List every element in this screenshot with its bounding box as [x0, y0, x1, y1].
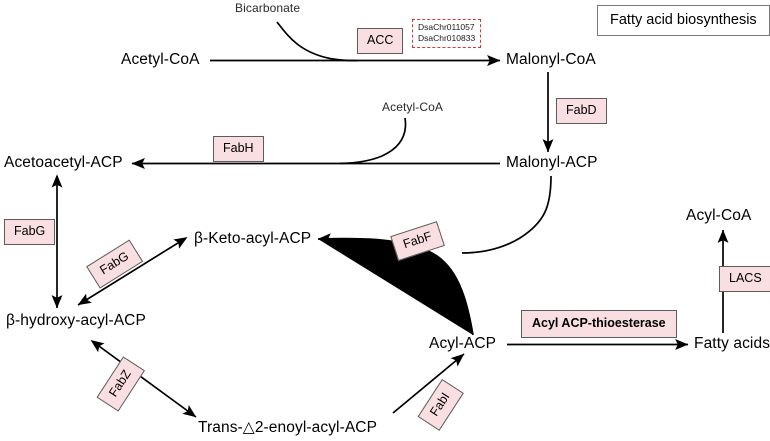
- curve-malonylacp-to-acylacp: [461, 175, 552, 254]
- diagram-title-box: Fatty acid biosynthesis: [597, 5, 770, 36]
- node-acetoacetyl-acp: Acetoacetyl-ACP: [4, 154, 123, 171]
- enzyme-acc[interactable]: ACC: [357, 28, 404, 54]
- gene-id-1: DsaChr011057: [418, 22, 475, 32]
- enzyme-fabg-diagonal[interactable]: FabG: [86, 239, 144, 289]
- node-malonyl-coa: Malonyl-CoA: [506, 51, 596, 68]
- node-trans-enoyl-acyl-acp: Trans-△2-enoyl-acyl-ACP: [198, 419, 378, 436]
- node-acyl-acp: Acyl-ACP: [429, 335, 497, 352]
- node-malonyl-acp: Malonyl-ACP: [506, 154, 598, 171]
- curve-acetylcoa-input: [339, 117, 407, 165]
- node-fatty-acids: Fatty acids: [694, 335, 770, 352]
- node-acetyl-coa-secondary: Acetyl-CoA: [382, 100, 444, 114]
- node-acyl-coa-product: Acyl-CoA: [686, 207, 752, 224]
- node-beta-keto-acyl-acp: β-Keto-acyl-ACP: [194, 230, 312, 247]
- gene-id-2: DsaChr010833: [418, 33, 476, 44]
- node-beta-hydroxy-acyl-acp: β-hydroxy-acyl-ACP: [6, 312, 146, 329]
- enzyme-acyl-acp-thioesterase[interactable]: Acyl ACP-thioesterase: [521, 310, 677, 338]
- enzyme-fabh[interactable]: FabH: [213, 136, 264, 162]
- enzyme-fabd[interactable]: FabD: [556, 98, 607, 124]
- gene-id-box: DsaChr011057 DsaChr010833: [412, 19, 482, 49]
- enzyme-fabz[interactable]: FabZ: [96, 356, 145, 412]
- node-bicarbonate: Bicarbonate: [235, 1, 301, 15]
- enzyme-lacs[interactable]: LACS: [719, 266, 770, 292]
- enzyme-fabg-left[interactable]: FabG: [4, 219, 56, 245]
- enzyme-fabf[interactable]: FabF: [390, 221, 445, 261]
- enzyme-fabi[interactable]: FabI: [417, 378, 464, 431]
- node-acetyl-coa: Acetyl-CoA: [121, 51, 200, 68]
- curve-bicarbonate-input: [276, 21, 359, 62]
